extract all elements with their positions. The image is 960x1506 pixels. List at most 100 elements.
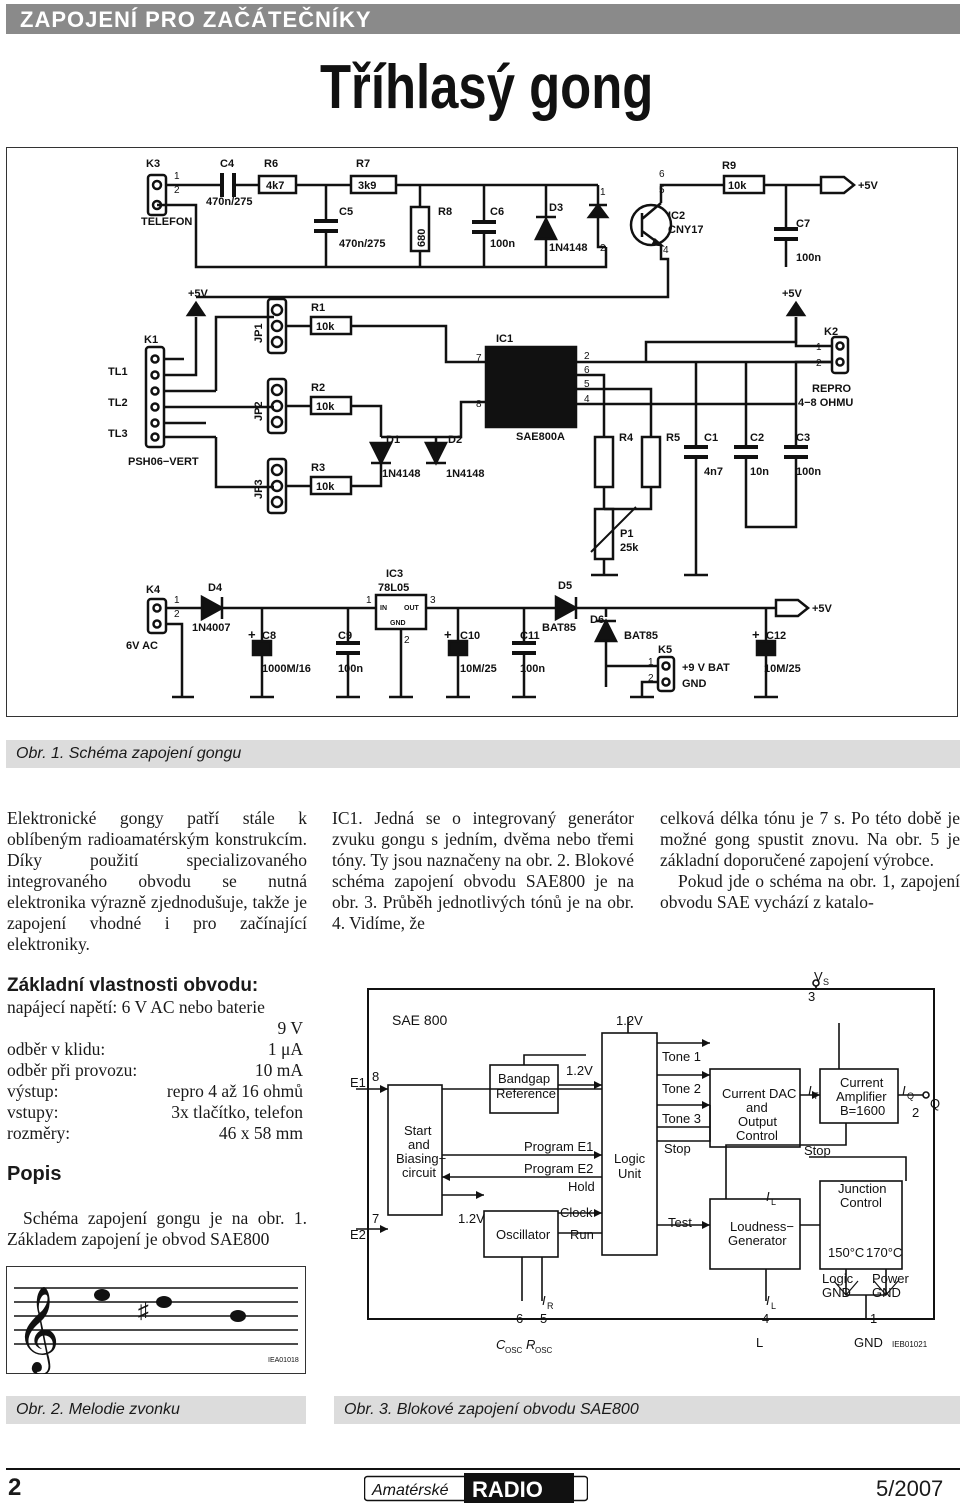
bd-logic-gnd-2: GND — [822, 1285, 851, 1300]
label-d1: D1 — [386, 434, 400, 446]
r8-resistor — [409, 205, 431, 253]
label-d5-value: BAT85 — [542, 622, 576, 634]
label-c1: C1 — [704, 432, 718, 444]
property-label: vstupy: — [7, 1102, 59, 1122]
sharp-icon: ♯ — [138, 1298, 149, 1323]
property-value: 46 x 58 mm — [218, 1123, 303, 1143]
svg-text:2: 2 — [404, 635, 410, 646]
label-r2: R2 — [311, 382, 325, 394]
bd-pin6: 6 — [516, 1311, 523, 1326]
svg-text:+: + — [248, 627, 256, 642]
label-tl1: TL1 — [108, 366, 128, 378]
r1-resistor — [309, 315, 353, 336]
bd-12v-top: 1.2V — [616, 1013, 643, 1028]
label-r6: R6 — [264, 158, 278, 170]
note-3 — [230, 1310, 246, 1322]
label-r3: R3 — [311, 462, 325, 474]
properties-supply: napájecí napětí: 6 V AC nebo baterie — [7, 997, 265, 1017]
bd-pin1: 1 — [870, 1311, 877, 1326]
label-plus5v-k2: +5V — [782, 288, 803, 300]
properties-box: Základní vlastnosti obvodu: napájecí nap… — [7, 975, 303, 1144]
label-ic2: IC2 — [668, 210, 685, 222]
ic1-sae800a — [484, 345, 578, 429]
label-r3-value: 10k — [316, 481, 335, 493]
label-k4: K4 — [146, 584, 161, 596]
plus5v-terminal-bottom — [774, 598, 811, 618]
label-d6: D6 — [590, 614, 604, 626]
label-c3-value: 100n — [796, 466, 821, 478]
d5-diode — [554, 594, 579, 622]
svg-text:4: 4 — [584, 394, 590, 405]
svg-text:6: 6 — [584, 365, 590, 376]
bd-stop-right: Stop — [804, 1143, 831, 1158]
body-column-3: celková délka tónu je 7 s. Po této době … — [660, 808, 960, 913]
label-c6: C6 — [490, 206, 504, 218]
svg-text:+: + — [752, 627, 760, 642]
property-label: odběr při provozu: — [7, 1060, 138, 1080]
label-c4: C4 — [220, 158, 235, 170]
c3-capacitor — [784, 445, 808, 459]
figure2-caption: Obr. 2. Melodie zvonku — [6, 1396, 306, 1424]
label-c5: C5 — [339, 206, 353, 218]
c12-capacitor — [755, 639, 777, 657]
bd-gnd: GND — [854, 1335, 883, 1350]
label-c7-value: 100n — [796, 252, 821, 264]
plus5v-terminal-top — [819, 175, 857, 195]
bd-pin4: 4 — [762, 1311, 769, 1326]
label-c6-value: 100n — [490, 238, 515, 250]
label-r6-value: 4k7 — [266, 180, 284, 192]
label-d2: D2 — [448, 434, 462, 446]
svg-text:4: 4 — [663, 245, 669, 256]
label-tl2: TL2 — [108, 397, 128, 409]
bd-program-e2: Program E2 — [524, 1161, 593, 1176]
bd-stop-left: Stop — [664, 1141, 691, 1156]
r2-resistor — [309, 395, 353, 416]
svg-text:1: 1 — [816, 342, 822, 353]
c5-capacitor — [314, 219, 338, 233]
label-ic1: IC1 — [496, 333, 513, 345]
bd-it: I — [808, 1083, 812, 1098]
footer-rule — [6, 1468, 960, 1470]
body-column-3-paragraph-2: Pokud jde o schéma na obr. 1, zapojení o… — [660, 871, 960, 912]
label-c2: C2 — [750, 432, 764, 444]
bd-circuit: circuit — [402, 1165, 436, 1180]
d1-diode — [368, 441, 394, 466]
label-c8: C8 — [262, 630, 276, 642]
bd-cdac-1: Current DAC — [722, 1086, 796, 1101]
label-d1-value: 1N4148 — [382, 468, 421, 480]
label-c9-value: 100n — [338, 663, 363, 675]
start-biasing-block — [387, 1084, 443, 1216]
bd-iq: I — [902, 1083, 906, 1098]
label-sae800a: SAE800A — [516, 431, 565, 443]
svg-text:5: 5 — [659, 185, 665, 196]
c9-capacitor — [336, 641, 360, 655]
schematic-diagram: K3 1 2 TELEFON C4 470n/275 R6 4k7 R7 3k9… — [108, 158, 879, 699]
label-c9: C9 — [338, 630, 352, 642]
label-ic2-value: CNY17 — [668, 224, 703, 236]
figure3-caption: Obr. 3. Blokové zapojení obvodu SAE800 — [334, 1396, 960, 1424]
property-value: 10 mA — [254, 1060, 303, 1080]
bd-unit: Unit — [618, 1166, 642, 1181]
svg-text:2: 2 — [648, 673, 654, 684]
d3-diode — [533, 215, 559, 241]
optocoupler-led — [586, 202, 610, 219]
section-header-bar: ZAPOJENÍ PRO ZAČÁTEČNÍKY — [6, 4, 960, 34]
c7-capacitor — [774, 227, 798, 241]
bd-logic: Logic — [614, 1151, 646, 1166]
label-r5: R5 — [666, 432, 680, 444]
svg-text:7: 7 — [476, 353, 482, 364]
property-label: odběr v klidu: — [7, 1039, 106, 1059]
bd-pin5: 5 — [540, 1311, 547, 1326]
property-row: odběr v klidu:1 μA — [7, 1039, 303, 1060]
label-repro: REPRO — [812, 383, 852, 395]
label-telefon: TELEFON — [141, 216, 192, 228]
k5-connector — [656, 655, 676, 693]
k1-connector — [144, 345, 166, 449]
bd-power-gnd-2: GND — [872, 1285, 901, 1300]
label-r8: R8 — [438, 206, 452, 218]
svg-text:8: 8 — [476, 399, 482, 410]
note-2 — [156, 1296, 172, 1308]
d6-diode — [593, 618, 619, 643]
property-label: výstup: — [7, 1081, 59, 1101]
label-r1: R1 — [311, 302, 325, 314]
